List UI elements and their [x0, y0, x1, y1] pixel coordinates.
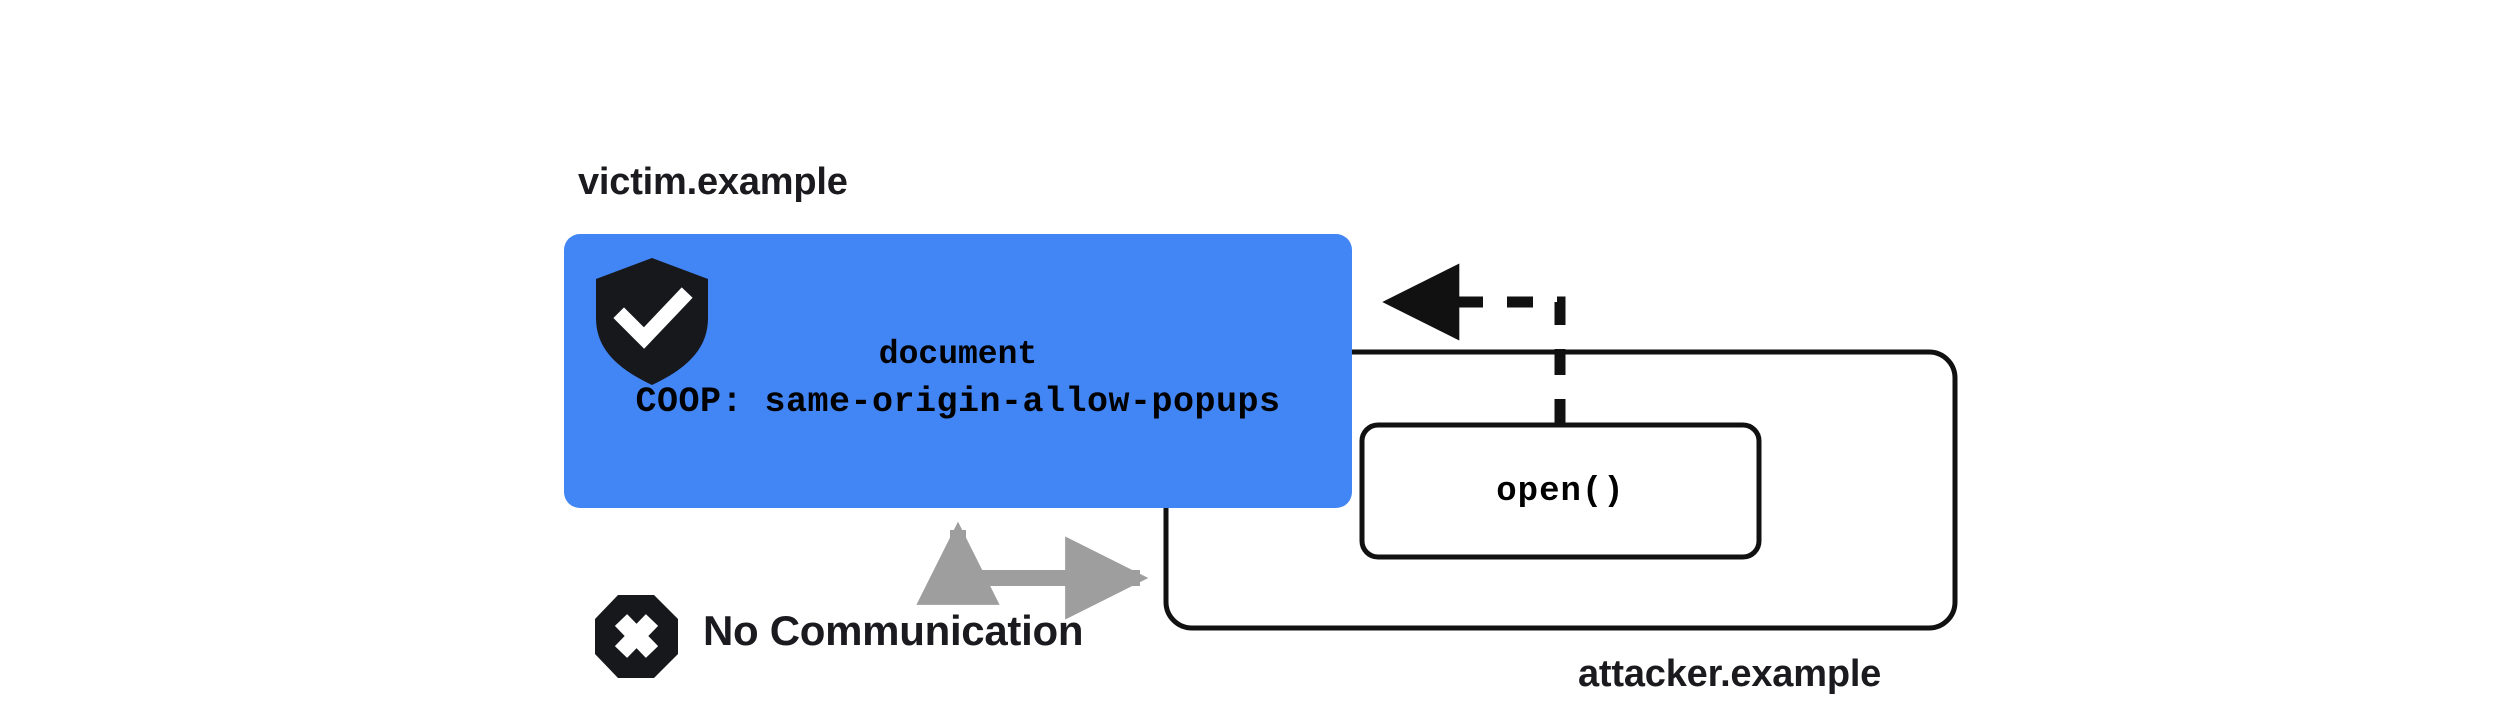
open-to-document-dashed-arrow	[1382, 263, 1566, 425]
victim-origin-label: victim.example	[578, 161, 848, 203]
open-call-label: open()	[1496, 473, 1625, 511]
no-communication-label: No Communication	[703, 607, 1084, 654]
attacker-origin-label: attacker.example	[1578, 653, 1882, 695]
document-label: document	[878, 336, 1038, 373]
shield-check-icon	[596, 258, 708, 385]
octagon-x-icon	[595, 595, 678, 678]
coop-header-label: COOP: same-origin-allow-popups	[635, 382, 1281, 422]
victim-document-box	[564, 234, 1352, 508]
no-communication-double-arrow	[916, 521, 1149, 620]
